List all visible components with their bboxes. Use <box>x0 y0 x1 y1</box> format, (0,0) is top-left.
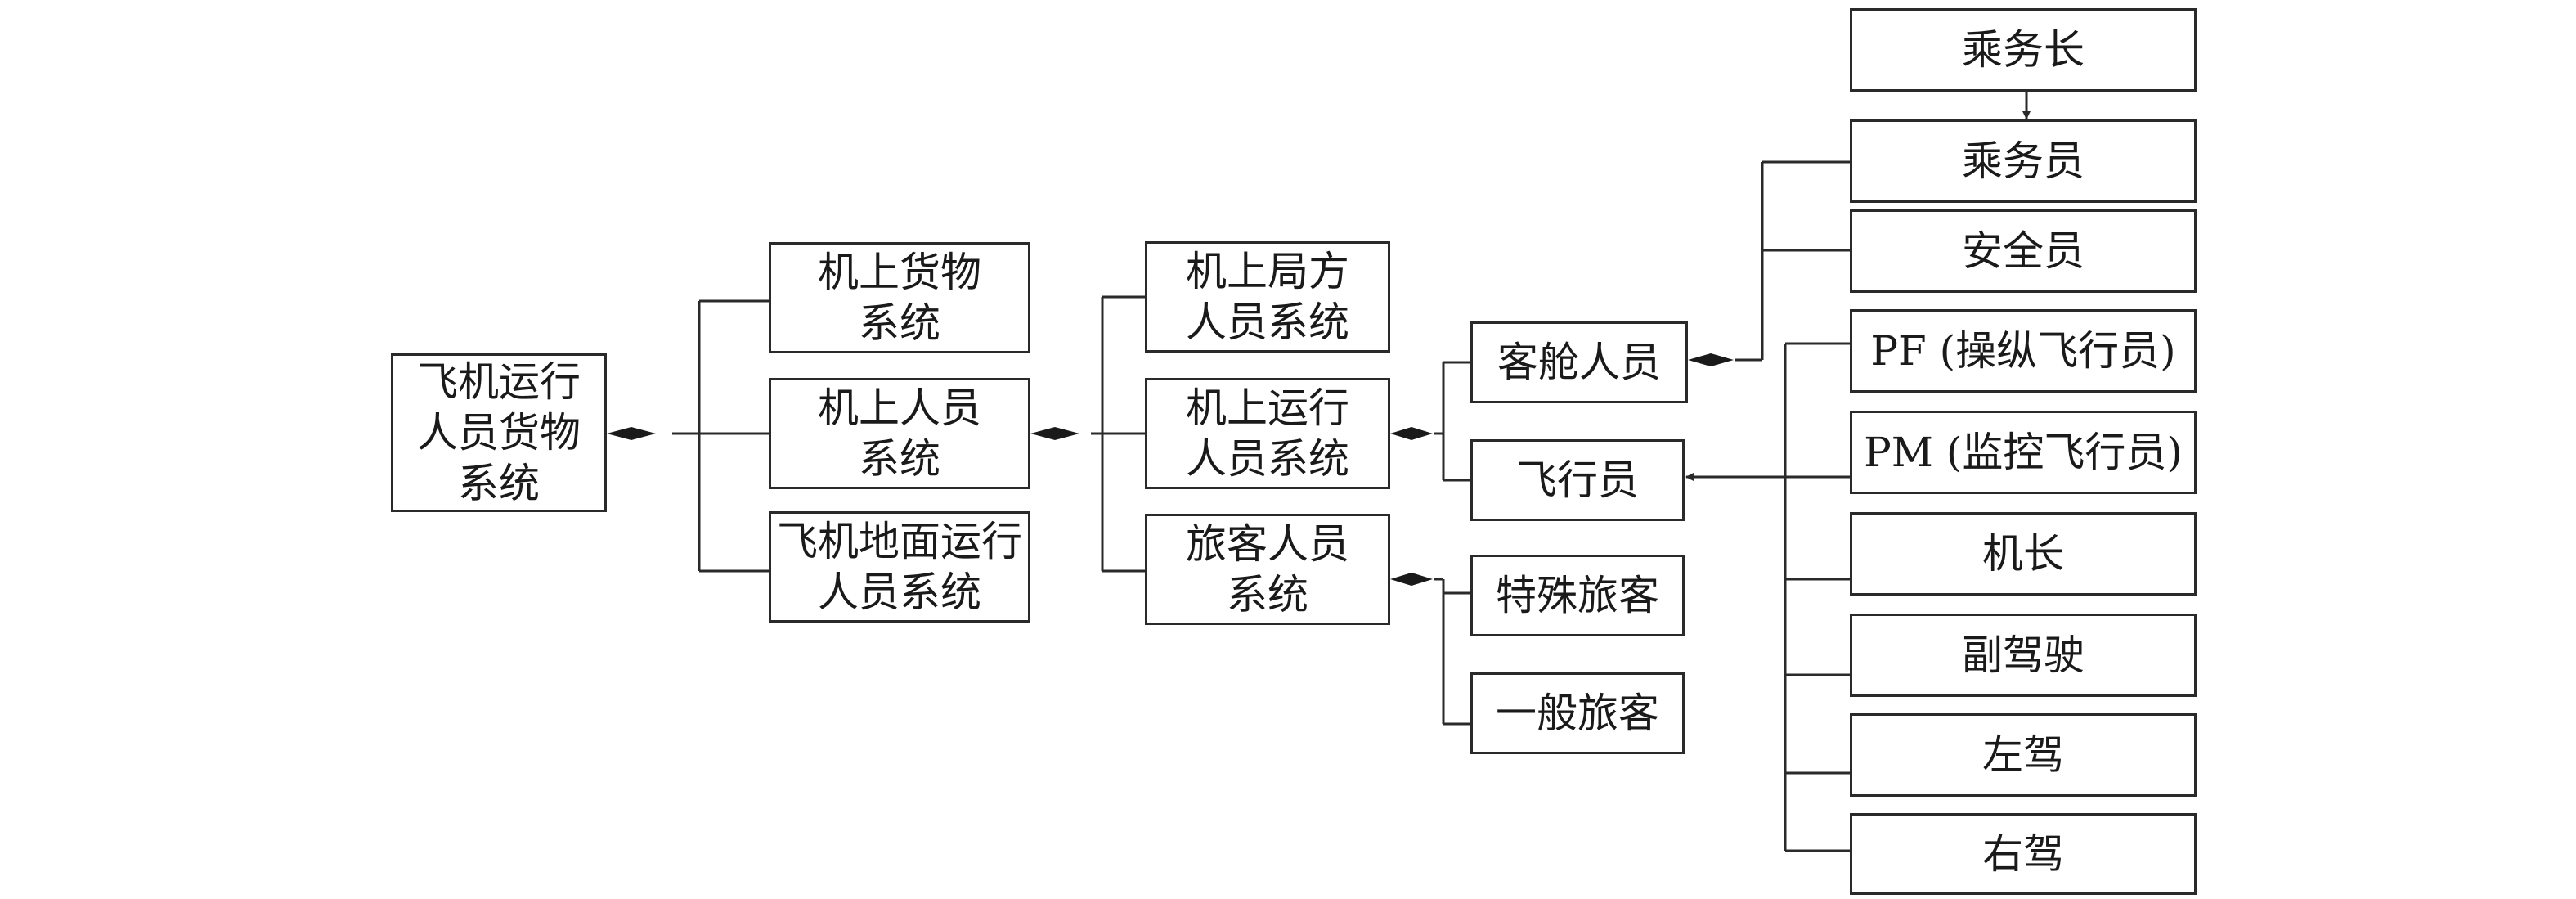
node-left-seat-label: 左驾 <box>1982 731 2064 779</box>
aggregation-diamond-onboard <box>1030 427 1079 440</box>
connector-pilot-roles <box>1686 342 1850 852</box>
node-pf-label: PF (操纵飞行员) <box>1870 327 2176 375</box>
node-onboard-personnel: 机上人员 系统 <box>769 378 1030 489</box>
node-special-passengers-label: 特殊旅客 <box>1496 572 1659 619</box>
node-cargo-label: 机上货物 系统 <box>818 249 981 347</box>
node-cargo: 机上货物 系统 <box>769 242 1030 353</box>
connector-flightops-children <box>1434 361 1470 482</box>
node-right-seat-label: 右驾 <box>1982 830 2064 878</box>
node-root: 飞机运行 人员货物 系统 <box>391 353 607 512</box>
node-purser: 乘务长 <box>1850 8 2197 92</box>
node-captain-label: 机长 <box>1982 530 2064 578</box>
node-attendant: 乘务员 <box>1850 119 2197 203</box>
node-copilot-label: 副驾驶 <box>1962 632 2085 679</box>
aggregation-diamond-passengers <box>1390 573 1433 586</box>
aggregation-diamond-root <box>607 427 656 440</box>
node-onboard-personnel-label: 机上人员 系统 <box>818 384 981 483</box>
node-cabin-crew: 客舱人员 <box>1470 321 1688 403</box>
node-pm-label: PM (监控飞行员) <box>1864 429 2183 476</box>
node-bureau-label: 机上局方 人员系统 <box>1186 248 1349 346</box>
node-flight-ops-label: 机上运行 人员系统 <box>1186 384 1349 483</box>
node-pm: PM (监控飞行员) <box>1850 411 2197 494</box>
node-general-passengers-label: 一般旅客 <box>1496 690 1659 737</box>
node-pilots-label: 飞行员 <box>1516 456 1639 504</box>
node-right-seat: 右驾 <box>1850 813 2197 895</box>
connector-cabin-children <box>1735 160 1850 362</box>
connector-passenger-children <box>1434 578 1470 726</box>
node-security-label: 安全员 <box>1962 227 2085 275</box>
node-ground-ops-label: 飞机地面运行 人员系统 <box>777 518 1022 616</box>
aggregation-diamond-flightops <box>1390 427 1433 440</box>
node-bureau: 机上局方 人员系统 <box>1145 241 1390 353</box>
connector-root-children <box>672 299 769 573</box>
node-general-passengers: 一般旅客 <box>1470 672 1685 754</box>
node-cabin-crew-label: 客舱人员 <box>1497 339 1661 386</box>
node-passengers: 旅客人员 系统 <box>1145 514 1390 625</box>
node-pilots: 飞行员 <box>1470 439 1685 521</box>
node-left-seat: 左驾 <box>1850 713 2197 797</box>
node-special-passengers: 特殊旅客 <box>1470 555 1685 636</box>
node-security: 安全员 <box>1850 209 2197 293</box>
node-flight-ops: 机上运行 人员系统 <box>1145 378 1390 489</box>
node-attendant-label: 乘务员 <box>1962 137 2085 185</box>
node-root-label: 飞机运行 人员货物 系统 <box>417 358 581 507</box>
node-purser-label: 乘务长 <box>1962 26 2085 74</box>
node-pf: PF (操纵飞行员) <box>1850 309 2197 393</box>
connector-onboard-children <box>1091 295 1145 573</box>
node-captain: 机长 <box>1850 512 2197 596</box>
node-copilot: 副驾驶 <box>1850 614 2197 697</box>
node-passengers-label: 旅客人员 系统 <box>1186 520 1349 618</box>
node-ground-ops: 飞机地面运行 人员系统 <box>769 511 1030 623</box>
aggregation-diamond-cabin <box>1688 353 1734 366</box>
